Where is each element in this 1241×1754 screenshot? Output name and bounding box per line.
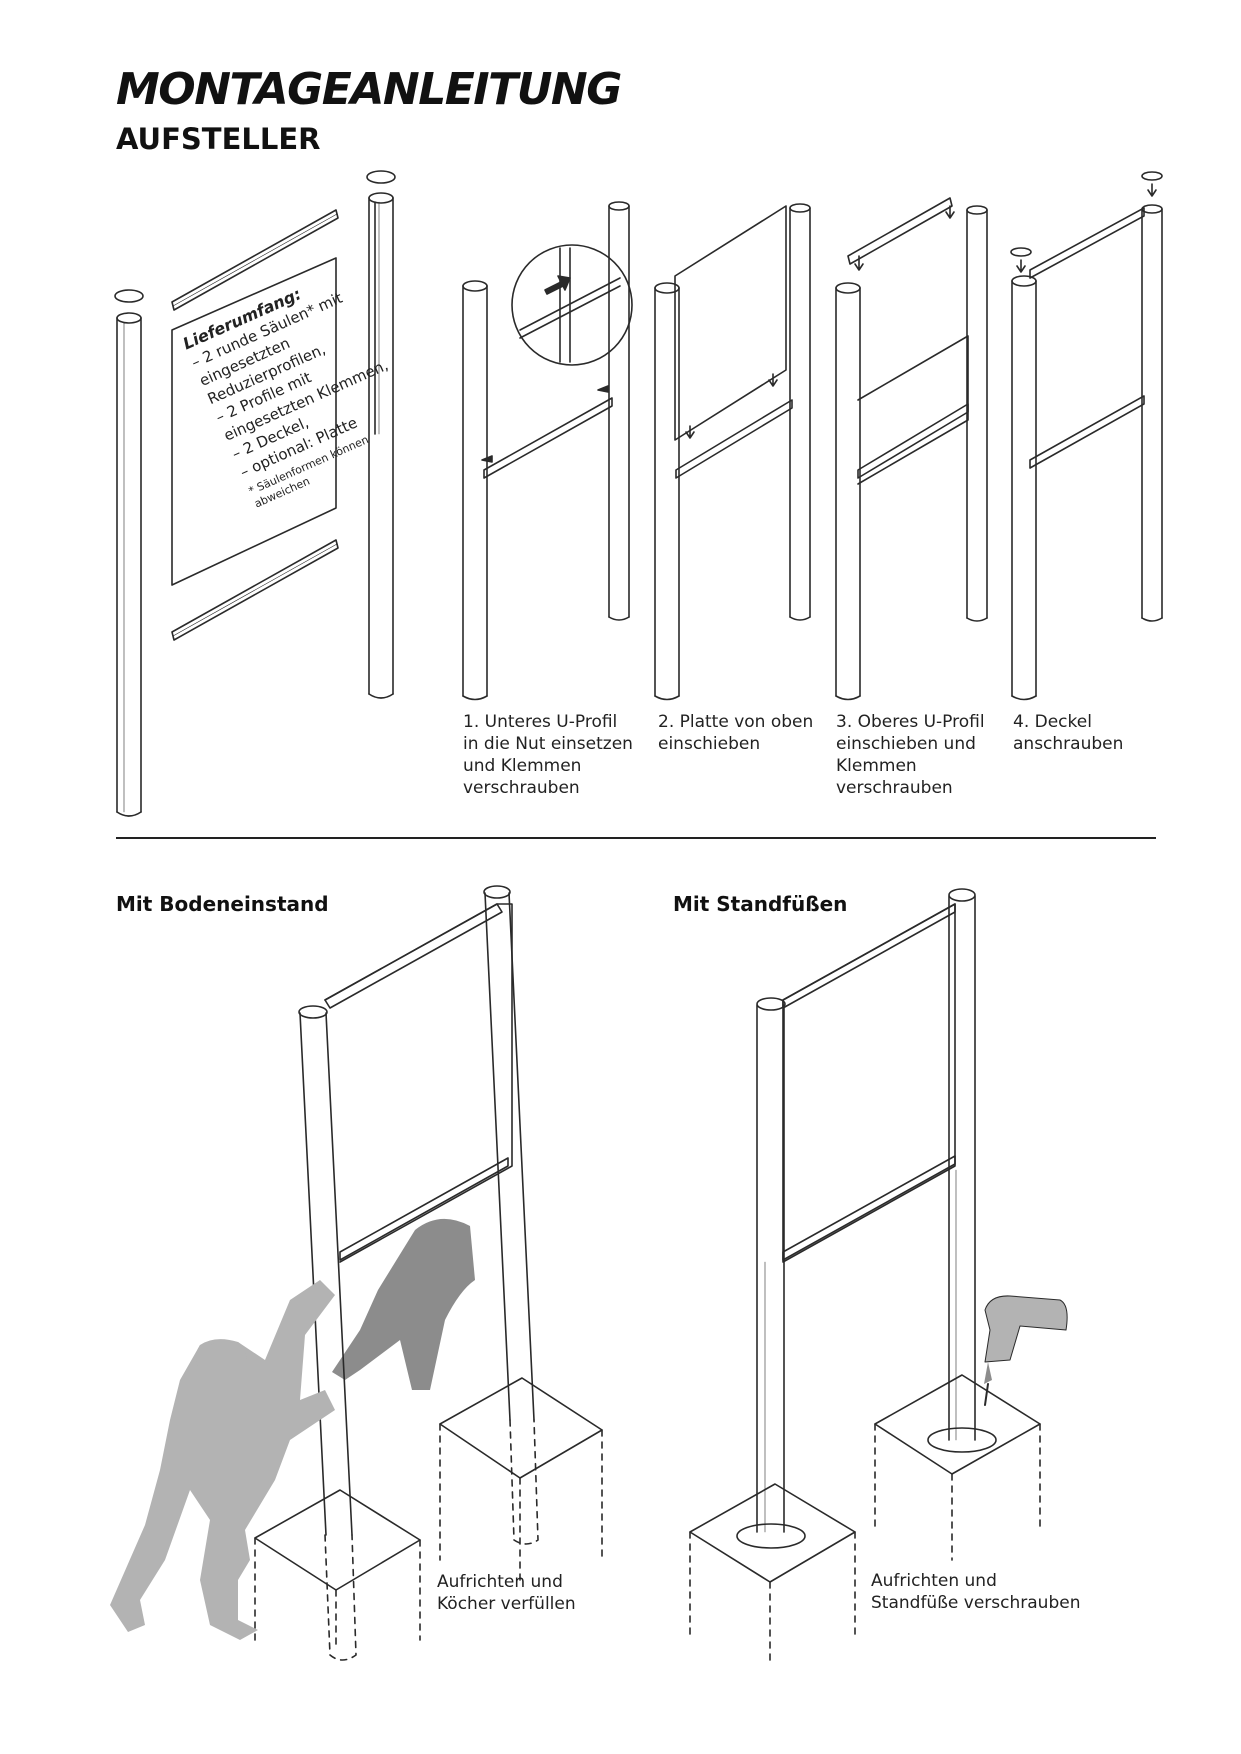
person-front [110, 1280, 335, 1640]
step2-illustration [654, 203, 811, 701]
step-3-text: 3. Oberes U-Profil einschieben und Klemm… [836, 712, 985, 798]
parts-post-left [114, 289, 144, 817]
caption-ground: Aufrichten und Köcher verfüllen [437, 1572, 576, 1614]
section-title-feet: Mit Standfüßen [673, 892, 848, 916]
parts-profile-bottom [171, 539, 339, 641]
ground-illustration [110, 885, 603, 1661]
caption-feet: Aufrichten und Standfüße verschrauben [871, 1571, 1081, 1613]
section-divider [116, 837, 1156, 839]
parts-post-right [366, 170, 396, 699]
feet-illustration [689, 888, 1068, 1661]
page-subtitle: AUFSTELLER [116, 122, 321, 156]
drill-icon [984, 1295, 1068, 1363]
page-title: MONTAGEANLEITUNG [116, 64, 622, 115]
parts-profile-top [171, 209, 339, 311]
step-2-text: 2. Platte von oben einschieben [658, 712, 814, 754]
step3-illustration [835, 197, 988, 701]
parts-plate [171, 257, 337, 586]
section-title-ground: Mit Bodeneinstand [116, 892, 329, 916]
step-4-text: 4. Deckel anschrauben [1013, 712, 1124, 754]
step1-illustration [462, 201, 633, 701]
person-back [332, 1218, 475, 1390]
step4-illustration [1010, 171, 1163, 701]
step-1-text: 1. Unteres U-Profil in die Nut einsetzen… [463, 712, 633, 798]
